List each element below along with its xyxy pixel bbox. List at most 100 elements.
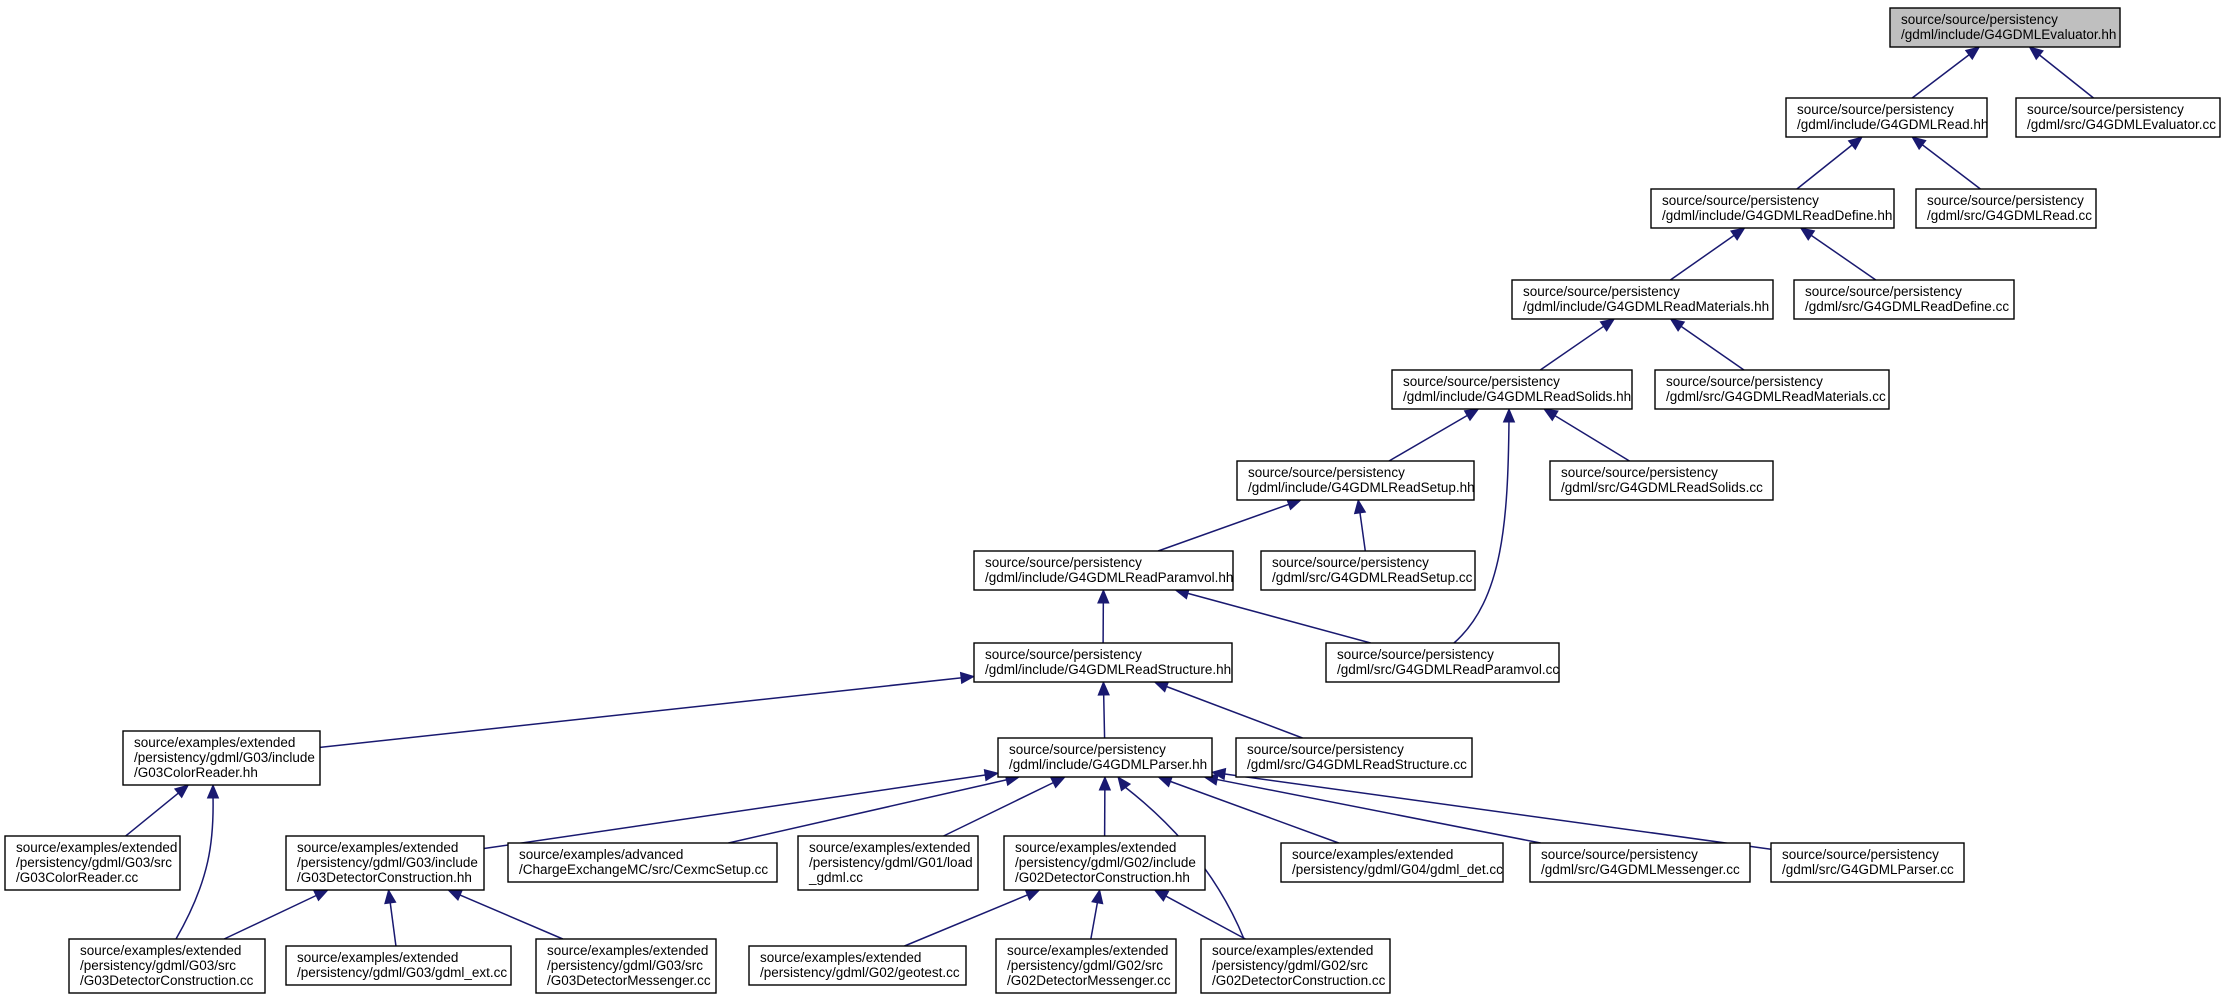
file-node-readdefine_cc[interactable]: source/source/persistency/gdml/src/G4GDM… xyxy=(1793,279,2015,320)
file-node-g03colorreader_hh[interactable]: source/examples/extended/persistency/gdm… xyxy=(122,730,321,786)
edge-arrowhead xyxy=(1542,408,1559,422)
node-label-line: /G02DetectorConstruction.hh xyxy=(1015,870,1190,885)
edge-arrowhead xyxy=(1286,498,1303,511)
node-label-line: /G02DetectorMessenger.cc xyxy=(1007,973,1171,988)
file-node-readstructure_hh[interactable]: source/source/persistency/gdml/include/G… xyxy=(973,642,1233,683)
node-label-line: /persistency/gdml/G02/src xyxy=(1212,958,1368,973)
file-node-g02detcon_cc[interactable]: source/examples/extended/persistency/gdm… xyxy=(1200,938,1391,994)
edge-line xyxy=(1186,592,1371,644)
node-box xyxy=(1280,842,1504,883)
edge-arrowhead xyxy=(2028,46,2044,61)
node-label-line: /gdml/src/G4GDMLRead.cc xyxy=(1927,208,2092,223)
dependency-edge-g03detmess_cc-to-g03detcon_hh xyxy=(446,889,564,940)
file-node-g02geotest_cc[interactable]: source/examples/extended/persistency/gdm… xyxy=(748,945,967,986)
edge-line xyxy=(943,781,1055,837)
node-box xyxy=(1511,279,1774,320)
file-node-g02detcon_hh[interactable]: source/examples/extended/persistency/gdm… xyxy=(1003,835,1206,891)
node-box xyxy=(1325,642,1560,683)
edge-arrowhead xyxy=(1097,588,1110,604)
file-node-g03colorreader_cc[interactable]: source/examples/extended/persistency/gdm… xyxy=(4,835,181,891)
file-node-readdefine_hh[interactable]: source/source/persistency/gdml/include/G… xyxy=(1650,188,1895,229)
edge-line xyxy=(1359,511,1367,552)
edge-line xyxy=(1453,419,1510,644)
edge-line xyxy=(389,901,397,947)
edge-line xyxy=(1157,503,1290,552)
file-node-parser_cc[interactable]: source/source/persistency/gdml/src/G4GDM… xyxy=(1770,842,1965,883)
node-label-line: source/examples/extended xyxy=(1292,847,1453,862)
file-node-read_cc[interactable]: source/source/persistency/gdml/src/G4GDM… xyxy=(1915,188,2097,229)
node-label-line: source/source/persistency xyxy=(1782,847,1939,862)
file-node-messenger_cc[interactable]: source/source/persistency/gdml/src/G4GDM… xyxy=(1529,842,1751,883)
node-box xyxy=(1529,842,1751,883)
file-node-readmaterials_cc[interactable]: source/source/persistency/gdml/src/G4GDM… xyxy=(1654,369,1890,410)
file-node-g03gdmlext_cc[interactable]: source/examples/extended/persistency/gdm… xyxy=(285,945,512,986)
edge-line xyxy=(223,894,318,940)
node-box xyxy=(4,835,181,891)
node-label-line: source/source/persistency xyxy=(1901,12,2058,27)
node-label-line: source/source/persistency xyxy=(1523,284,1680,299)
file-node-parser_hh[interactable]: source/source/persistency/gdml/include/G… xyxy=(997,737,1213,778)
node-label-line: /persistency/gdml/G02/include xyxy=(1015,855,1196,870)
node-box xyxy=(797,835,979,891)
file-node-g04gdmldet_cc[interactable]: source/examples/extended/persistency/gdm… xyxy=(1280,842,1504,883)
edge-arrowhead xyxy=(1353,498,1367,515)
dependency-edge-g03detcon_cc-to-g03colorreader_hh xyxy=(175,783,220,940)
edge-line xyxy=(483,774,987,850)
node-label-line: /gdml/src/G4GDMLMessenger.cc xyxy=(1541,862,1740,877)
edge-line xyxy=(1165,685,1303,739)
dependency-edge-g03colorreader_cc-to-g03colorreader_hh xyxy=(125,784,190,837)
dependency-edge-readparamvol_cc-to-readsolids_hh xyxy=(1453,407,1516,644)
file-node-readmaterials_hh[interactable]: source/source/persistency/gdml/include/G… xyxy=(1511,279,1774,320)
file-node-g03detmess_cc[interactable]: source/examples/extended/persistency/gdm… xyxy=(535,938,717,994)
file-node-readsetup_hh[interactable]: source/source/persistency/gdml/include/G… xyxy=(1236,460,1475,501)
dependency-edge-g02detcon_hh-to-parser_hh xyxy=(1098,775,1112,837)
node-label-line: /persistency/gdml/G03/src xyxy=(16,855,172,870)
edge-line xyxy=(1090,901,1099,940)
edge-arrowhead xyxy=(312,889,330,902)
file-node-g02detmess_cc[interactable]: source/examples/extended/persistency/gdm… xyxy=(995,938,1177,994)
file-node-evaluator_cc[interactable]: source/source/persistency/gdml/src/G4GDM… xyxy=(2015,97,2221,138)
edge-arrowhead xyxy=(446,889,464,902)
node-label-line: /gdml/src/G4GDMLReadSolids.cc xyxy=(1561,480,1763,495)
edge-line xyxy=(904,893,1029,947)
node-label-line: /persistency/gdml/G02/src xyxy=(1007,958,1163,973)
file-node-g03detcon_cc[interactable]: source/examples/extended/persistency/gdm… xyxy=(68,938,266,994)
dependency-edge-g01load_cc-to-parser_hh xyxy=(943,776,1067,837)
node-label-line: source/examples/extended xyxy=(1212,943,1373,958)
file-node-readsolids_cc[interactable]: source/source/persistency/gdml/src/G4GDM… xyxy=(1549,460,1774,501)
node-label-line: /persistency/gdml/G02/geotest.cc xyxy=(760,965,960,980)
edge-arrowhead xyxy=(1669,318,1686,332)
edge-line xyxy=(1553,414,1630,462)
file-node-readstructure_cc[interactable]: source/source/persistency/gdml/src/G4GDM… xyxy=(1235,737,1473,778)
node-label-line: source/examples/extended xyxy=(547,943,708,958)
node-label-line: source/source/persistency xyxy=(1403,374,1560,389)
node-label-line: /gdml/include/G4GDMLParser.hh xyxy=(1009,757,1207,772)
node-label-line: /gdml/include/G4GDMLReadSetup.hh xyxy=(1248,480,1475,495)
file-node-readparamvol_cc[interactable]: source/source/persistency/gdml/src/G4GDM… xyxy=(1325,642,1560,683)
dependency-edge-g02geotest_cc-to-g02detcon_hh xyxy=(904,889,1041,947)
node-label-line: /persistency/gdml/G03/include xyxy=(134,750,315,765)
edge-arrowhead xyxy=(1097,680,1110,696)
file-node-readsetup_cc[interactable]: source/source/persistency/gdml/src/G4GDM… xyxy=(1260,550,1476,591)
node-box xyxy=(1770,842,1965,883)
graph-nodes: source/source/persistency/gdml/include/G… xyxy=(4,7,2221,994)
file-node-g01load_cc[interactable]: source/examples/extended/persistency/gdm… xyxy=(797,835,979,891)
node-label-line: source/examples/extended xyxy=(1007,943,1168,958)
file-node-readsolids_hh[interactable]: source/source/persistency/gdml/include/G… xyxy=(1391,369,1633,410)
node-label-line: source/examples/extended xyxy=(134,735,295,750)
edge-arrowhead xyxy=(1911,136,1927,151)
node-box xyxy=(68,938,266,994)
edge-arrowhead xyxy=(1599,318,1616,332)
file-node-read_hh[interactable]: source/source/persistency/gdml/include/G… xyxy=(1785,97,1988,138)
node-label-line: source/source/persistency xyxy=(1927,193,2084,208)
edge-arrowhead xyxy=(1157,775,1174,788)
edge-line xyxy=(1669,234,1736,281)
node-box xyxy=(1260,550,1476,591)
node-box xyxy=(1915,188,2097,229)
node-box xyxy=(1235,737,1473,778)
node-label-line: source/source/persistency xyxy=(1337,647,1494,662)
file-node-readparamvol_hh[interactable]: source/source/persistency/gdml/include/G… xyxy=(973,550,1234,591)
edge-arrowhead xyxy=(959,671,976,685)
file-node-g03detcon_hh[interactable]: source/examples/extended/persistency/gdm… xyxy=(285,835,485,891)
file-node-cexmcsetup_cc[interactable]: source/examples/advanced/ChargeExchangeM… xyxy=(507,842,778,883)
